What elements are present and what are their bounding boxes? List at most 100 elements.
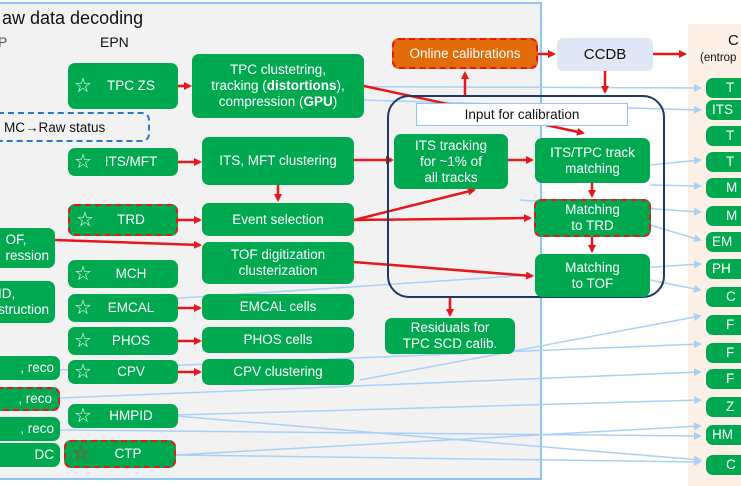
- red-arrow: [54, 238, 202, 249]
- detector-box-its-mft[interactable]: ☆ ITS/MFT: [68, 148, 178, 176]
- ctf-item[interactable]: M: [706, 206, 741, 226]
- residuals-label: Residuals for TPC SCD calib.: [402, 320, 498, 351]
- ctf-item[interactable]: T: [706, 126, 741, 146]
- left-box-label: , reco: [20, 421, 54, 436]
- blue-connector: [175, 422, 702, 456]
- ccdb-box[interactable]: CCDB: [557, 38, 653, 71]
- star-icon: ☆: [74, 151, 92, 173]
- ctf-item[interactable]: ITS: [706, 100, 741, 120]
- left-box-label: , reco: [18, 391, 52, 406]
- detector-box-phos[interactable]: ☆PHOS: [68, 327, 178, 355]
- detector-box-label: EMCAL: [107, 300, 155, 315]
- ctf-item[interactable]: HM: [706, 425, 741, 445]
- star-icon: ☆: [72, 443, 90, 465]
- ctf-title: C: [728, 32, 739, 49]
- detector-box-trd[interactable]: ☆ TRD: [68, 204, 178, 236]
- ctf-item-label: M: [726, 208, 738, 223]
- left-box-label: , reco: [20, 360, 54, 375]
- left-box-label: DC: [34, 447, 55, 462]
- blue-connector: [59, 368, 702, 399]
- event-selection-box[interactable]: Event selection: [202, 203, 354, 236]
- detector-box-mch[interactable]: ☆MCH: [68, 260, 178, 288]
- ctf-item-label: F: [726, 371, 735, 386]
- detector-box-tpc-zs[interactable]: ☆TPC ZS: [68, 63, 178, 109]
- ctf-item[interactable]: M: [706, 178, 741, 198]
- detector-box-cpv[interactable]: ☆ CPV: [68, 360, 178, 384]
- detector-box-hmpid[interactable]: ☆ HMPID: [68, 404, 178, 428]
- column-hint: P: [0, 34, 8, 50]
- detector-box-label: CTP: [114, 446, 142, 461]
- left-box-reco2[interactable]: , reco: [0, 387, 60, 411]
- ctf-item[interactable]: C: [706, 287, 741, 307]
- ctf-item-label: T: [726, 128, 735, 143]
- phos-cells-label: PHOS cells: [243, 332, 313, 347]
- residuals-box[interactable]: Residuals for TPC SCD calib.: [385, 318, 515, 354]
- blue-connector: [175, 454, 702, 466]
- star-icon: ☆: [76, 209, 94, 231]
- ctf-item[interactable]: T: [706, 152, 741, 172]
- tof-digitization-box[interactable]: TOF digitization clusterization: [202, 242, 354, 284]
- emcal-cells-box[interactable]: EMCAL cells: [202, 294, 354, 320]
- left-box-hmpid-reco[interactable]: ID, struction: [0, 281, 55, 323]
- phos-cells-box[interactable]: PHOS cells: [202, 327, 354, 353]
- left-box-reco1[interactable]: , reco: [0, 356, 60, 380]
- ctf-item[interactable]: PH: [706, 259, 741, 279]
- tpc-clustering-line2: tracking (distortions),: [211, 78, 345, 93]
- blue-connector: [649, 224, 702, 243]
- ctf-item[interactable]: F: [706, 343, 741, 363]
- red-arrow: [353, 214, 532, 223]
- red-arrow: [353, 187, 476, 222]
- its-tracking-box[interactable]: ITS tracking for ~1% of all tracks: [394, 134, 508, 189]
- its-mft-clustering-box[interactable]: ITS, MFT clustering: [202, 137, 354, 185]
- left-box-reco3[interactable]: , reco: [0, 417, 60, 441]
- online-calibrations-label: Online calibrations: [409, 46, 521, 61]
- its-mft-clustering-label: ITS, MFT clustering: [219, 153, 337, 168]
- ccdb-label: CCDB: [583, 46, 627, 63]
- ctf-item[interactable]: Z: [706, 397, 741, 417]
- tpc-clustering-box[interactable]: TPC clustetring, tracking (distortions),…: [192, 54, 364, 118]
- detector-box-label: TRD: [117, 212, 145, 227]
- detector-box-label: TPC ZS: [106, 78, 155, 93]
- ctf-item-label: T: [726, 154, 735, 169]
- matching-tof-label: Matching to TOF: [565, 259, 620, 291]
- detector-box-ctp[interactable]: ☆ CTP: [64, 440, 176, 468]
- mc-raw-status: MC→Raw status: [0, 112, 150, 142]
- ctf-item-label: M: [726, 180, 738, 195]
- ctf-item[interactable]: EM: [706, 232, 741, 252]
- left-box-dc[interactable]: DC: [0, 443, 60, 467]
- detector-box-label: PHOS: [111, 333, 151, 348]
- blue-connector: [649, 181, 702, 190]
- its-tracking-label: ITS tracking for ~1% of all tracks: [414, 137, 488, 185]
- ctf-item-label: HM: [712, 427, 733, 442]
- ctf-item-label: F: [726, 345, 735, 360]
- detector-box-label: CPV: [117, 364, 145, 379]
- input-for-calibration-label: Input for calibration: [464, 107, 580, 122]
- ctf-item-label: EM: [712, 234, 733, 249]
- ctf-item[interactable]: F: [706, 315, 741, 335]
- mc-raw-status-label: MC→Raw status: [4, 119, 106, 135]
- star-icon: ☆: [74, 405, 92, 427]
- ctf-item[interactable]: F: [706, 369, 741, 389]
- detector-box-label: ITS/MFT: [104, 154, 158, 169]
- detector-box-emcal[interactable]: ☆ EMCAL: [68, 294, 178, 322]
- left-box-tof-comp[interactable]: OF, ression: [0, 228, 55, 268]
- its-tpc-matching-box[interactable]: ITS/TPC track matching: [535, 138, 650, 183]
- detector-box-label: HMPID: [109, 408, 153, 423]
- cpv-clustering-label: CPV clustering: [233, 364, 323, 379]
- matching-trd-box[interactable]: Matching to TRD: [534, 199, 651, 237]
- ctf-subtitle: (entrop: [700, 52, 737, 64]
- online-calibrations-box[interactable]: Online calibrations: [392, 38, 538, 69]
- blue-connector: [359, 313, 702, 381]
- cpv-clustering-box[interactable]: CPV clustering: [202, 359, 354, 385]
- emcal-cells-label: EMCAL cells: [239, 299, 317, 314]
- star-icon: ☆: [74, 361, 92, 383]
- panel-title: aw data decoding: [2, 8, 144, 28]
- ctf-item[interactable]: C: [706, 455, 741, 475]
- tof-digitization-label: TOF digitization clusterization: [230, 247, 326, 278]
- matching-tof-box[interactable]: Matching to TOF: [535, 254, 650, 297]
- input-for-calibration: Input for calibration: [416, 103, 628, 126]
- ctf-item-label: ITS: [712, 102, 734, 117]
- star-icon: ☆: [74, 297, 92, 319]
- ctf-item-label: T: [726, 80, 735, 95]
- ctf-item[interactable]: T: [706, 78, 741, 98]
